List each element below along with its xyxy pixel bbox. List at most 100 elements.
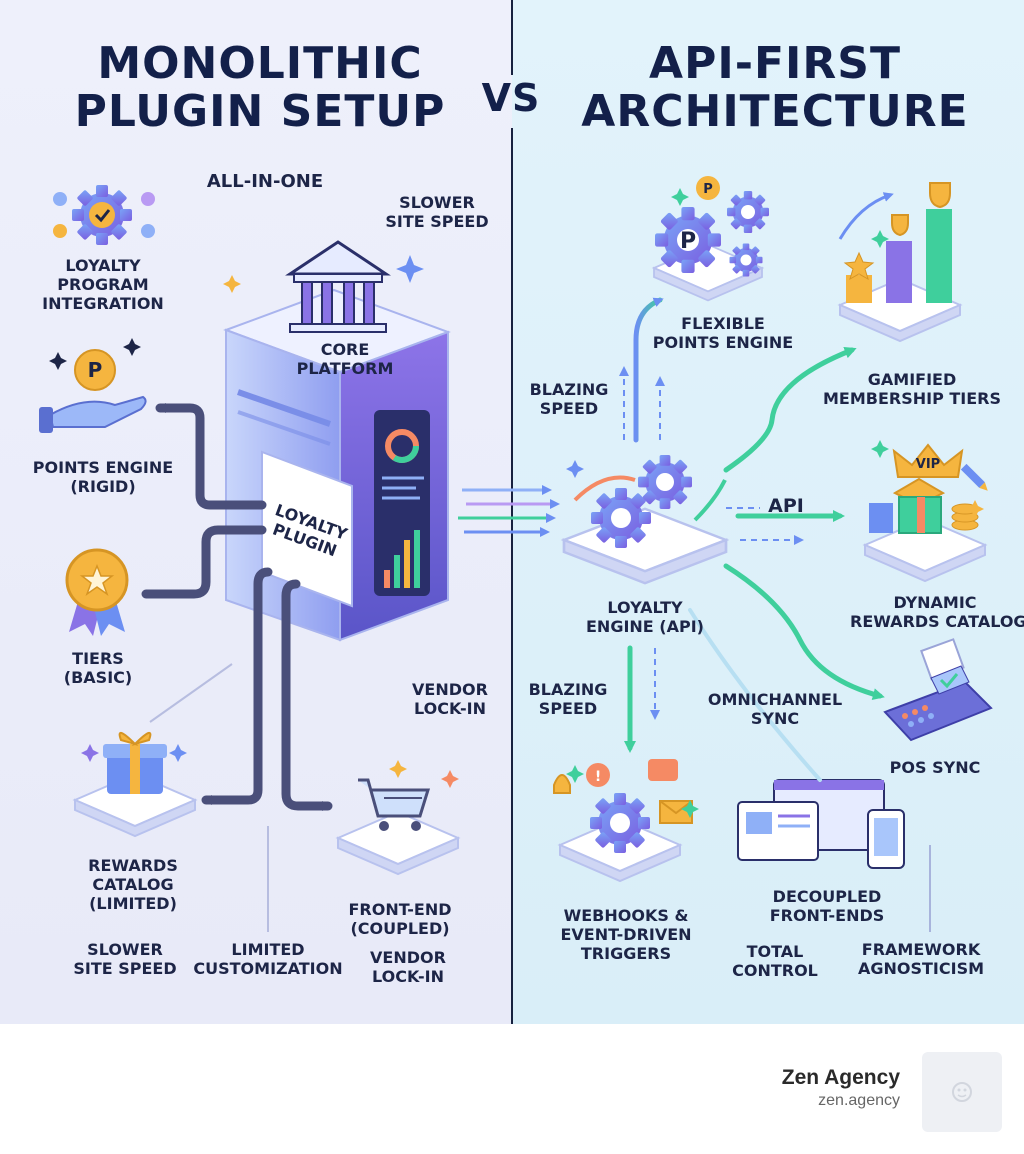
label-line: POINTS ENGINE	[652, 333, 794, 352]
medal-icon	[65, 548, 129, 636]
label-line: TOTAL	[746, 942, 804, 961]
diagram-graphics: P	[0, 0, 1024, 1024]
label-line: SYNC	[750, 709, 800, 728]
left-thin-lines	[149, 663, 269, 932]
hand-coin-icon: P	[39, 349, 147, 433]
infographic-canvas: P	[0, 0, 1024, 1024]
label-loyalty-program-integration: LOYALTY PROGRAM INTEGRATION	[28, 256, 178, 313]
label-limited-customization: LIMITED CUSTOMIZATION	[190, 940, 346, 978]
brand-logo-icon	[922, 1052, 1002, 1132]
brand-url[interactable]: zen.agency	[818, 1092, 900, 1109]
label-core-platform: CORE PLATFORM	[290, 340, 400, 378]
rewards-catalog-icon	[864, 477, 986, 582]
gear-check-icon	[53, 185, 155, 245]
label-line: FRAMEWORK	[861, 940, 981, 959]
label-line: REWARDS	[88, 856, 178, 875]
label-omnichannel-sync: OMNICHANNEL SYNC	[700, 690, 850, 728]
label-line: (COUPLED)	[350, 919, 450, 938]
label-pos-sync: POS SYNC	[889, 758, 981, 777]
label-line: LIMITED	[231, 940, 305, 959]
label-line: MEMBERSHIP TIERS	[822, 389, 1002, 408]
label-line: REWARDS CATALOG	[850, 612, 1024, 631]
label-line: SPEED	[538, 699, 598, 718]
label-tiers: TIERS (BASIC)	[48, 649, 148, 687]
loyalty-engine-gears	[562, 455, 728, 585]
label-line: POINTS ENGINE	[32, 458, 174, 477]
label-line: OMNICHANNEL	[707, 690, 843, 709]
label-line: (LIMITED)	[89, 894, 177, 913]
right-arrows	[624, 297, 885, 782]
trophy-tiers-icon	[838, 182, 961, 342]
label-line: DECOUPLED	[772, 887, 882, 906]
left-connectors	[141, 403, 333, 811]
label-line: EVENT-DRIVEN	[560, 925, 692, 944]
label-line: PROGRAM	[57, 275, 149, 294]
label-line: LOYALTY	[65, 256, 141, 275]
label-line: TRIGGERS	[580, 944, 672, 963]
label-blazing-speed-bottom: BLAZING SPEED	[520, 680, 616, 718]
footer: Zen Agency zen.agency	[0, 1024, 1024, 1154]
left-title-line-1: MONOLITHIC	[97, 38, 423, 89]
label-line: SLOWER	[399, 193, 475, 212]
brand-name: Zen Agency	[781, 1066, 900, 1089]
label-line: CONTROL	[732, 961, 818, 980]
label-dynamic-rewards-catalog: DYNAMIC REWARDS CATALOG	[850, 593, 1024, 631]
crown-icon	[892, 443, 964, 478]
right-title-line-2: ARCHITECTURE	[581, 86, 969, 137]
right-dashed-arrows	[619, 366, 804, 720]
label-line: CATALOG	[92, 875, 174, 894]
label-line: BLAZING	[529, 380, 609, 399]
right-title: API-FIRST ARCHITECTURE	[540, 40, 1010, 136]
label-line: FRONT-END	[348, 900, 452, 919]
left-title-line-2: PLUGIN SETUP	[74, 86, 446, 137]
label-line: (BASIC)	[63, 668, 133, 687]
right-sparkle-icons	[566, 188, 984, 818]
label-line: LOYALTY	[607, 598, 683, 617]
building-icon	[285, 240, 391, 333]
label-line: SITE SPEED	[385, 212, 489, 231]
label-webhooks: WEBHOOKS & EVENT-DRIVEN TRIGGERS	[546, 906, 706, 963]
label-line: TIERS	[72, 649, 124, 668]
label-api: API	[768, 495, 804, 517]
label-line: VENDOR	[412, 680, 488, 699]
right-title-line-1: API-FIRST	[649, 38, 901, 89]
label-decoupled-front-ends: DECOUPLED FRONT-ENDS	[752, 887, 902, 925]
label-line: GAMIFIED	[867, 370, 957, 389]
label-line: CUSTOMIZATION	[193, 959, 343, 978]
label-line: (RIGID)	[70, 477, 136, 496]
shopping-cart-icon	[337, 778, 459, 875]
label-all-in-one: ALL-IN-ONE	[206, 171, 324, 192]
label-slower-site-speed-bottom: SLOWER SITE SPEED	[60, 940, 190, 978]
label-line: WEBHOOKS &	[563, 906, 689, 925]
label-slower-site-speed-top: SLOWER SITE SPEED	[372, 193, 502, 231]
label-line: ENGINE (API)	[586, 617, 704, 636]
label-line: FLEXIBLE	[681, 314, 765, 333]
label-line: FRONT-ENDS	[769, 906, 885, 925]
vs-label: VS	[481, 76, 541, 120]
label-vendor-lockin-mid: VENDOR LOCK-IN	[400, 680, 500, 718]
label-vip: VIP	[915, 457, 941, 472]
label-line: AGNOSTICISM	[857, 959, 985, 978]
label-line: VENDOR	[370, 948, 446, 967]
label-gamified-membership-tiers: GAMIFIED MEMBERSHIP TIERS	[812, 370, 1012, 408]
label-line: LOCK-IN	[372, 967, 444, 986]
label-blazing-speed-top: BLAZING SPEED	[524, 380, 614, 418]
label-total-control: TOTAL CONTROL	[720, 942, 830, 980]
left-title: MONOLITHIC PLUGIN SETUP	[30, 40, 490, 136]
decoupled-frontends-icon	[737, 779, 905, 869]
core-server	[223, 288, 451, 642]
label-line: SPEED	[539, 399, 599, 418]
label-points-engine: POINTS ENGINE (RIGID)	[18, 458, 188, 496]
label-line: LOCK-IN	[414, 699, 486, 718]
label-framework-agnosticism: FRAMEWORK AGNOSTICISM	[848, 940, 994, 978]
svg-text:P: P	[703, 182, 713, 197]
svg-text:P: P	[88, 358, 103, 382]
label-flexible-points-engine: FLEXIBLE POINTS ENGINE	[648, 314, 798, 352]
label-vendor-lockin-bottom: VENDOR LOCK-IN	[358, 948, 458, 986]
points-gears-icon: P P	[653, 176, 769, 302]
svg-text:P: P	[680, 229, 696, 254]
label-line: CORE	[320, 340, 370, 359]
label-line: INTEGRATION	[42, 294, 164, 313]
label-line: SITE SPEED	[73, 959, 177, 978]
gift-icon	[74, 732, 196, 837]
